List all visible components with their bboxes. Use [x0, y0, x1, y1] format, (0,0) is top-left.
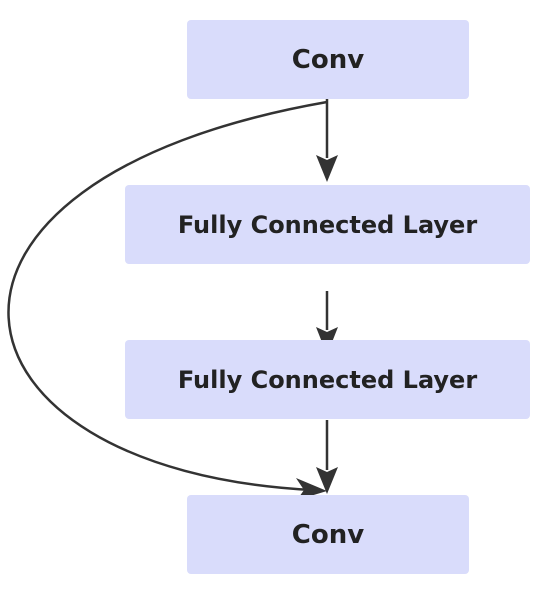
node-conv-bottom: Conv [187, 495, 469, 574]
node-fully-connected-layer-1: Fully Connected Layer [125, 185, 530, 264]
node-conv-top: Conv [187, 20, 469, 99]
node-label: Conv [291, 44, 365, 75]
edge-fc-2-to-conv-bottom [316, 420, 338, 494]
node-label: Fully Connected Layer [177, 365, 478, 394]
edge-skip-connection [7, 100, 328, 500]
node-label: Fully Connected Layer [177, 210, 478, 239]
node-label: Conv [291, 519, 365, 550]
edge-conv-top-to-fc-1 [316, 99, 338, 182]
node-fully-connected-layer-2: Fully Connected Layer [125, 340, 530, 419]
